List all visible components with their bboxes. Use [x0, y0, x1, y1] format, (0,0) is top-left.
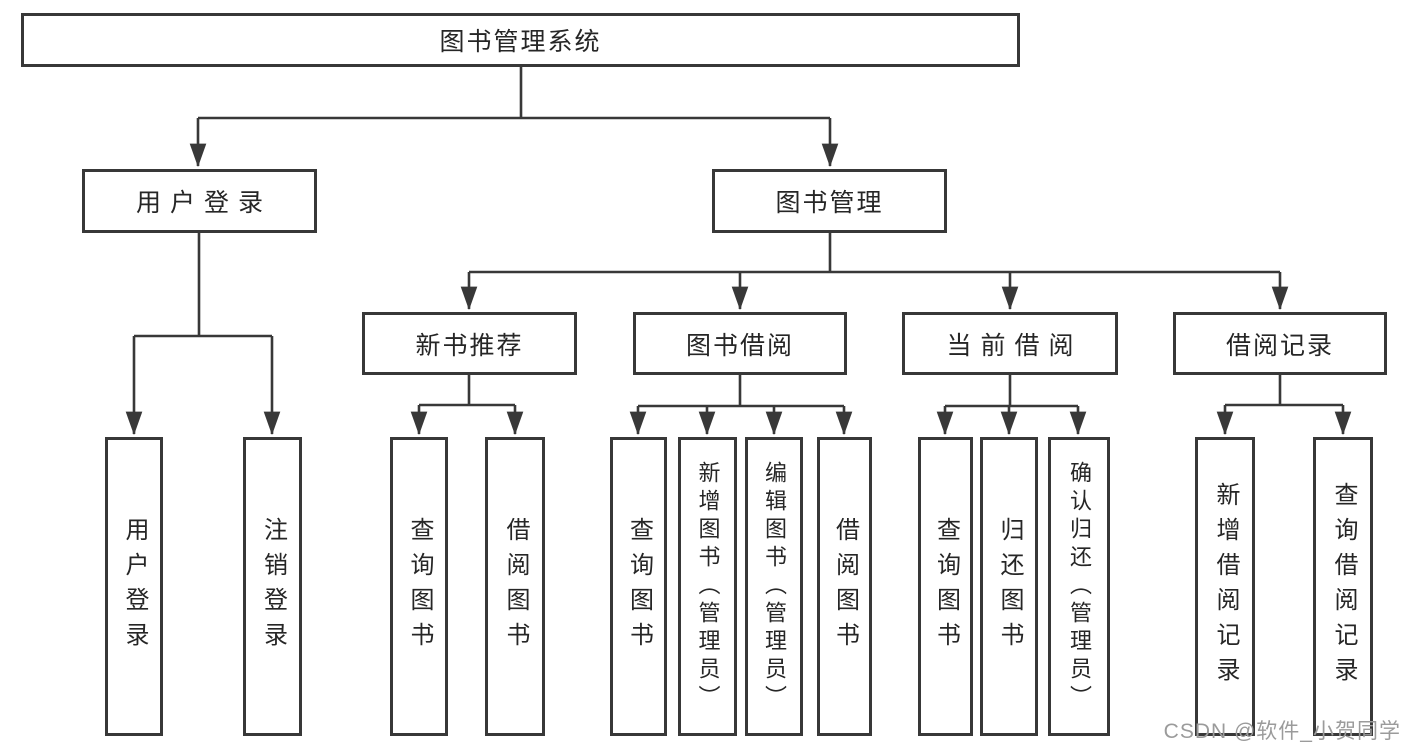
leaf-confirm-return-admin: 确认归还（管理员）	[1048, 437, 1110, 736]
csdn-watermark: CSDN @软件_小贺同学	[1163, 720, 1401, 743]
leaf-query-books-recommend: 查询图书	[390, 437, 448, 736]
connector-new-book-children	[410, 375, 524, 436]
node-label: 当前借阅	[946, 331, 1083, 360]
leaf-return-book: 归还图书	[980, 437, 1038, 736]
node-label: 用户登录	[121, 516, 148, 657]
node-label: 借阅记录	[1225, 331, 1334, 360]
connector-book-borrow-children	[629, 375, 853, 436]
node-label: 归还图书	[996, 516, 1023, 657]
node-root-system: 图书管理系统	[21, 13, 1020, 67]
node-label: 查询借阅记录	[1330, 481, 1357, 692]
node-label: 图书借阅	[685, 331, 794, 360]
node-label: 图书管理系统	[439, 28, 602, 56]
node-new-book-recommend: 新书推荐	[362, 312, 577, 375]
node-label: 查询图书	[406, 516, 433, 657]
connector-root-to-level2	[189, 67, 839, 168]
leaf-query-books-current: 查询图书	[918, 437, 973, 736]
node-label: 新书推荐	[415, 331, 524, 360]
leaf-borrow-books-recommend: 借阅图书	[485, 437, 545, 736]
node-label: 查询图书	[932, 516, 960, 657]
node-user-login: 用户登录	[82, 169, 317, 233]
leaf-user-login: 用户登录	[105, 437, 163, 736]
leaf-add-borrow-record: 新增借阅记录	[1195, 437, 1255, 736]
node-borrow-records: 借阅记录	[1173, 312, 1387, 375]
node-current-borrow: 当前借阅	[902, 312, 1118, 375]
connector-borrow-records-children	[1216, 375, 1352, 436]
leaf-query-borrow-record: 查询借阅记录	[1313, 437, 1373, 736]
node-label: 新增图书（管理员）	[695, 460, 721, 713]
node-label: 编辑图书（管理员）	[762, 460, 787, 713]
leaf-query-books-borrow: 查询图书	[610, 437, 667, 736]
connector-user-login-children	[125, 233, 281, 436]
leaf-borrow-books: 借阅图书	[817, 437, 872, 736]
node-book-borrow: 图书借阅	[633, 312, 847, 375]
node-label: 查询图书	[625, 516, 653, 657]
node-label: 注销登录	[259, 516, 287, 657]
node-label: 确认归还（管理员）	[1067, 460, 1092, 713]
leaf-add-book-admin: 新增图书（管理员）	[678, 437, 737, 736]
leaf-edit-book-admin: 编辑图书（管理员）	[745, 437, 803, 736]
leaf-logout: 注销登录	[243, 437, 302, 736]
node-label: 用户登录	[135, 189, 272, 217]
connector-book-management-children	[460, 233, 1289, 311]
connector-current-borrow-children	[936, 375, 1087, 436]
node-label: 新增借阅记录	[1212, 481, 1239, 692]
node-label: 借阅图书	[831, 516, 859, 657]
node-book-management: 图书管理	[712, 169, 947, 233]
node-label: 图书管理	[775, 189, 884, 217]
node-label: 借阅图书	[502, 516, 529, 657]
